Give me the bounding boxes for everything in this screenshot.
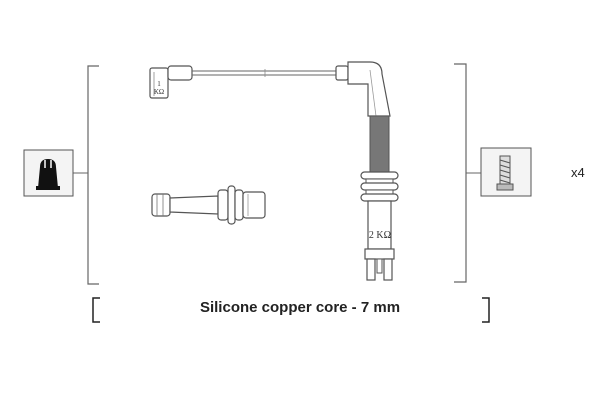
coil-boot-small xyxy=(149,65,193,99)
left-bracket xyxy=(87,65,99,285)
plug-boot-head xyxy=(335,61,391,117)
spare-boot xyxy=(151,185,266,225)
resistor-label-small-line1: 1 xyxy=(157,80,161,88)
plug-boot-body xyxy=(364,200,395,281)
ignition-coil-icon xyxy=(23,149,74,197)
resistor-label-large: 2 KΩ xyxy=(369,230,391,241)
resistor-label-small-line2: KΩ xyxy=(154,88,164,96)
plug-boot-ribs xyxy=(360,171,399,202)
ignition-cable xyxy=(192,69,340,77)
right-bracket xyxy=(454,63,467,283)
caption-bracket-right xyxy=(482,297,490,323)
quantity-label: x4 xyxy=(571,165,585,180)
cable-spec-caption: Silicone copper core - 7 mm xyxy=(199,299,401,316)
spark-plug-icon xyxy=(480,147,532,197)
plug-boot-band xyxy=(369,115,390,173)
caption-bracket-left xyxy=(92,297,100,323)
